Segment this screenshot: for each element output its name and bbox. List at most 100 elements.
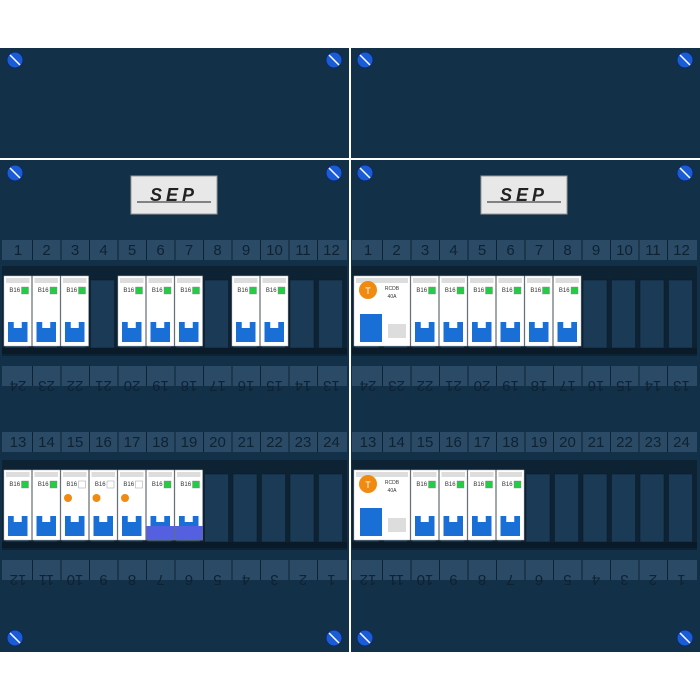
breaker-module: B16	[410, 275, 439, 347]
screw-icon	[356, 51, 374, 69]
rcbo-module: B16	[89, 469, 118, 541]
blank-cover	[668, 473, 693, 543]
test-button-icon	[121, 494, 129, 502]
top-right-row-number: 9	[592, 242, 600, 259]
breaker-rating: B16	[38, 482, 49, 488]
status-indicator	[49, 480, 58, 489]
rcd-rating: 40A	[388, 488, 398, 494]
breaker-module: B16	[146, 469, 175, 541]
mid-right-row-number: 18	[531, 377, 548, 394]
breaker-rating: B16	[266, 288, 277, 294]
breaker-module: B16	[146, 275, 175, 347]
test-label: T	[365, 286, 371, 296]
breaker-toggle	[472, 516, 492, 536]
blank-cover	[639, 473, 665, 543]
test-button-icon	[64, 494, 72, 502]
top-left-row-number: 4	[99, 242, 107, 259]
sep-logo-icon: SEP	[130, 175, 218, 215]
breaker-rating: B16	[9, 482, 20, 488]
mid2-right-row-number: 16	[445, 434, 462, 451]
mid-left-row-number: 24	[10, 377, 27, 394]
status-indicator	[456, 480, 465, 489]
mid2-right-row-number: 19	[531, 434, 548, 451]
breaker-rating: B16	[416, 288, 427, 294]
status-indicator	[135, 286, 143, 295]
mid2-right-row-number: 23	[645, 434, 662, 451]
breaker-toggle	[122, 322, 142, 342]
breaker-rating: B16	[559, 288, 570, 294]
panel-seam	[0, 158, 700, 160]
top-right-row-number: 3	[421, 242, 429, 259]
mid-left-row-number: 13	[323, 377, 340, 394]
screw-icon	[325, 51, 343, 69]
breaker-rating: B16	[123, 288, 134, 294]
bottom-left-row-number: 2	[299, 571, 307, 588]
mid2-left-row-number: 18	[152, 434, 169, 451]
mid-left-row-number: 22	[67, 377, 84, 394]
status-indicator	[485, 286, 493, 295]
top-left-row-number: 5	[128, 242, 136, 259]
blank-cover	[232, 473, 258, 543]
breaker-module: B16	[32, 469, 61, 541]
status-indicator	[277, 286, 286, 295]
status-indicator	[249, 286, 257, 295]
status-indicator	[428, 480, 436, 489]
mid2-right-row-number: 20	[559, 434, 576, 451]
mid2-left-row-number: 21	[238, 434, 255, 451]
blank-cover	[204, 473, 229, 543]
breaker-toggle	[179, 322, 199, 342]
status-indicator	[485, 480, 493, 489]
status-indicator	[163, 286, 172, 295]
mid-right-row-number: 19	[502, 377, 519, 394]
mid2-right-row-number: 13	[360, 434, 377, 451]
blank-cover	[318, 279, 343, 349]
blank-cover	[582, 279, 608, 349]
breaker-module: B16	[410, 469, 439, 541]
mid-left-row-number: 20	[124, 377, 141, 394]
mid-right-row-number: 24	[360, 377, 377, 394]
mid-left-row-number: 16	[238, 377, 255, 394]
bottom-left-row-number: 6	[185, 571, 193, 588]
breaker-toggle	[65, 322, 85, 342]
blank-cover	[525, 473, 551, 543]
mid-right-row-number: 20	[474, 377, 491, 394]
mid-right-row-number: 23	[388, 377, 405, 394]
bottom-right-row-number: 5	[563, 571, 571, 588]
screw-icon	[676, 51, 694, 69]
rail-bar	[2, 542, 347, 548]
breaker-toggle	[443, 516, 463, 536]
mid2-left-row-number: 20	[209, 434, 226, 451]
bottom-left-row-number: 7	[156, 571, 164, 588]
top-right-row-number: 11	[645, 242, 661, 259]
breaker-module: B16	[3, 469, 32, 541]
top-right-row-number: 12	[673, 242, 690, 259]
screw-icon	[356, 629, 374, 647]
mid2-left-row-number: 16	[95, 434, 112, 451]
top-left-row-number: 11	[295, 242, 311, 259]
breaker-rating: B16	[123, 482, 134, 488]
mid-left-row-number: 14	[295, 377, 312, 394]
bottom-left-row-number: 3	[270, 571, 278, 588]
breaker-module: B16	[3, 275, 32, 347]
bottom-right-row-number: 8	[478, 571, 486, 588]
top-left-row-number: 12	[323, 242, 340, 259]
mid2-left-row-number: 15	[67, 434, 84, 451]
blank-cover	[90, 279, 115, 349]
bottom-left-row-number: 4	[242, 571, 250, 588]
top-right-row-number: 6	[506, 242, 514, 259]
breaker-rating: B16	[180, 288, 191, 294]
bottom-right-row-number: 4	[592, 571, 600, 588]
top-right-row-number: 2	[392, 242, 400, 259]
top-left-row-number: 10	[266, 242, 283, 259]
bottom-right-row-number: 11	[389, 571, 405, 588]
breaker-toggle	[122, 516, 142, 536]
mid-left-row-number: 19	[152, 377, 169, 394]
mid-right-row-number: 15	[616, 377, 633, 394]
breaker-toggle	[415, 322, 435, 342]
breaker-rating: B16	[502, 482, 513, 488]
rcd-rating: 40A	[388, 294, 398, 300]
status-indicator	[21, 286, 29, 295]
mid2-left-row-number: 17	[124, 434, 141, 451]
top-left-row-number: 7	[185, 242, 193, 259]
screw-icon	[325, 629, 343, 647]
